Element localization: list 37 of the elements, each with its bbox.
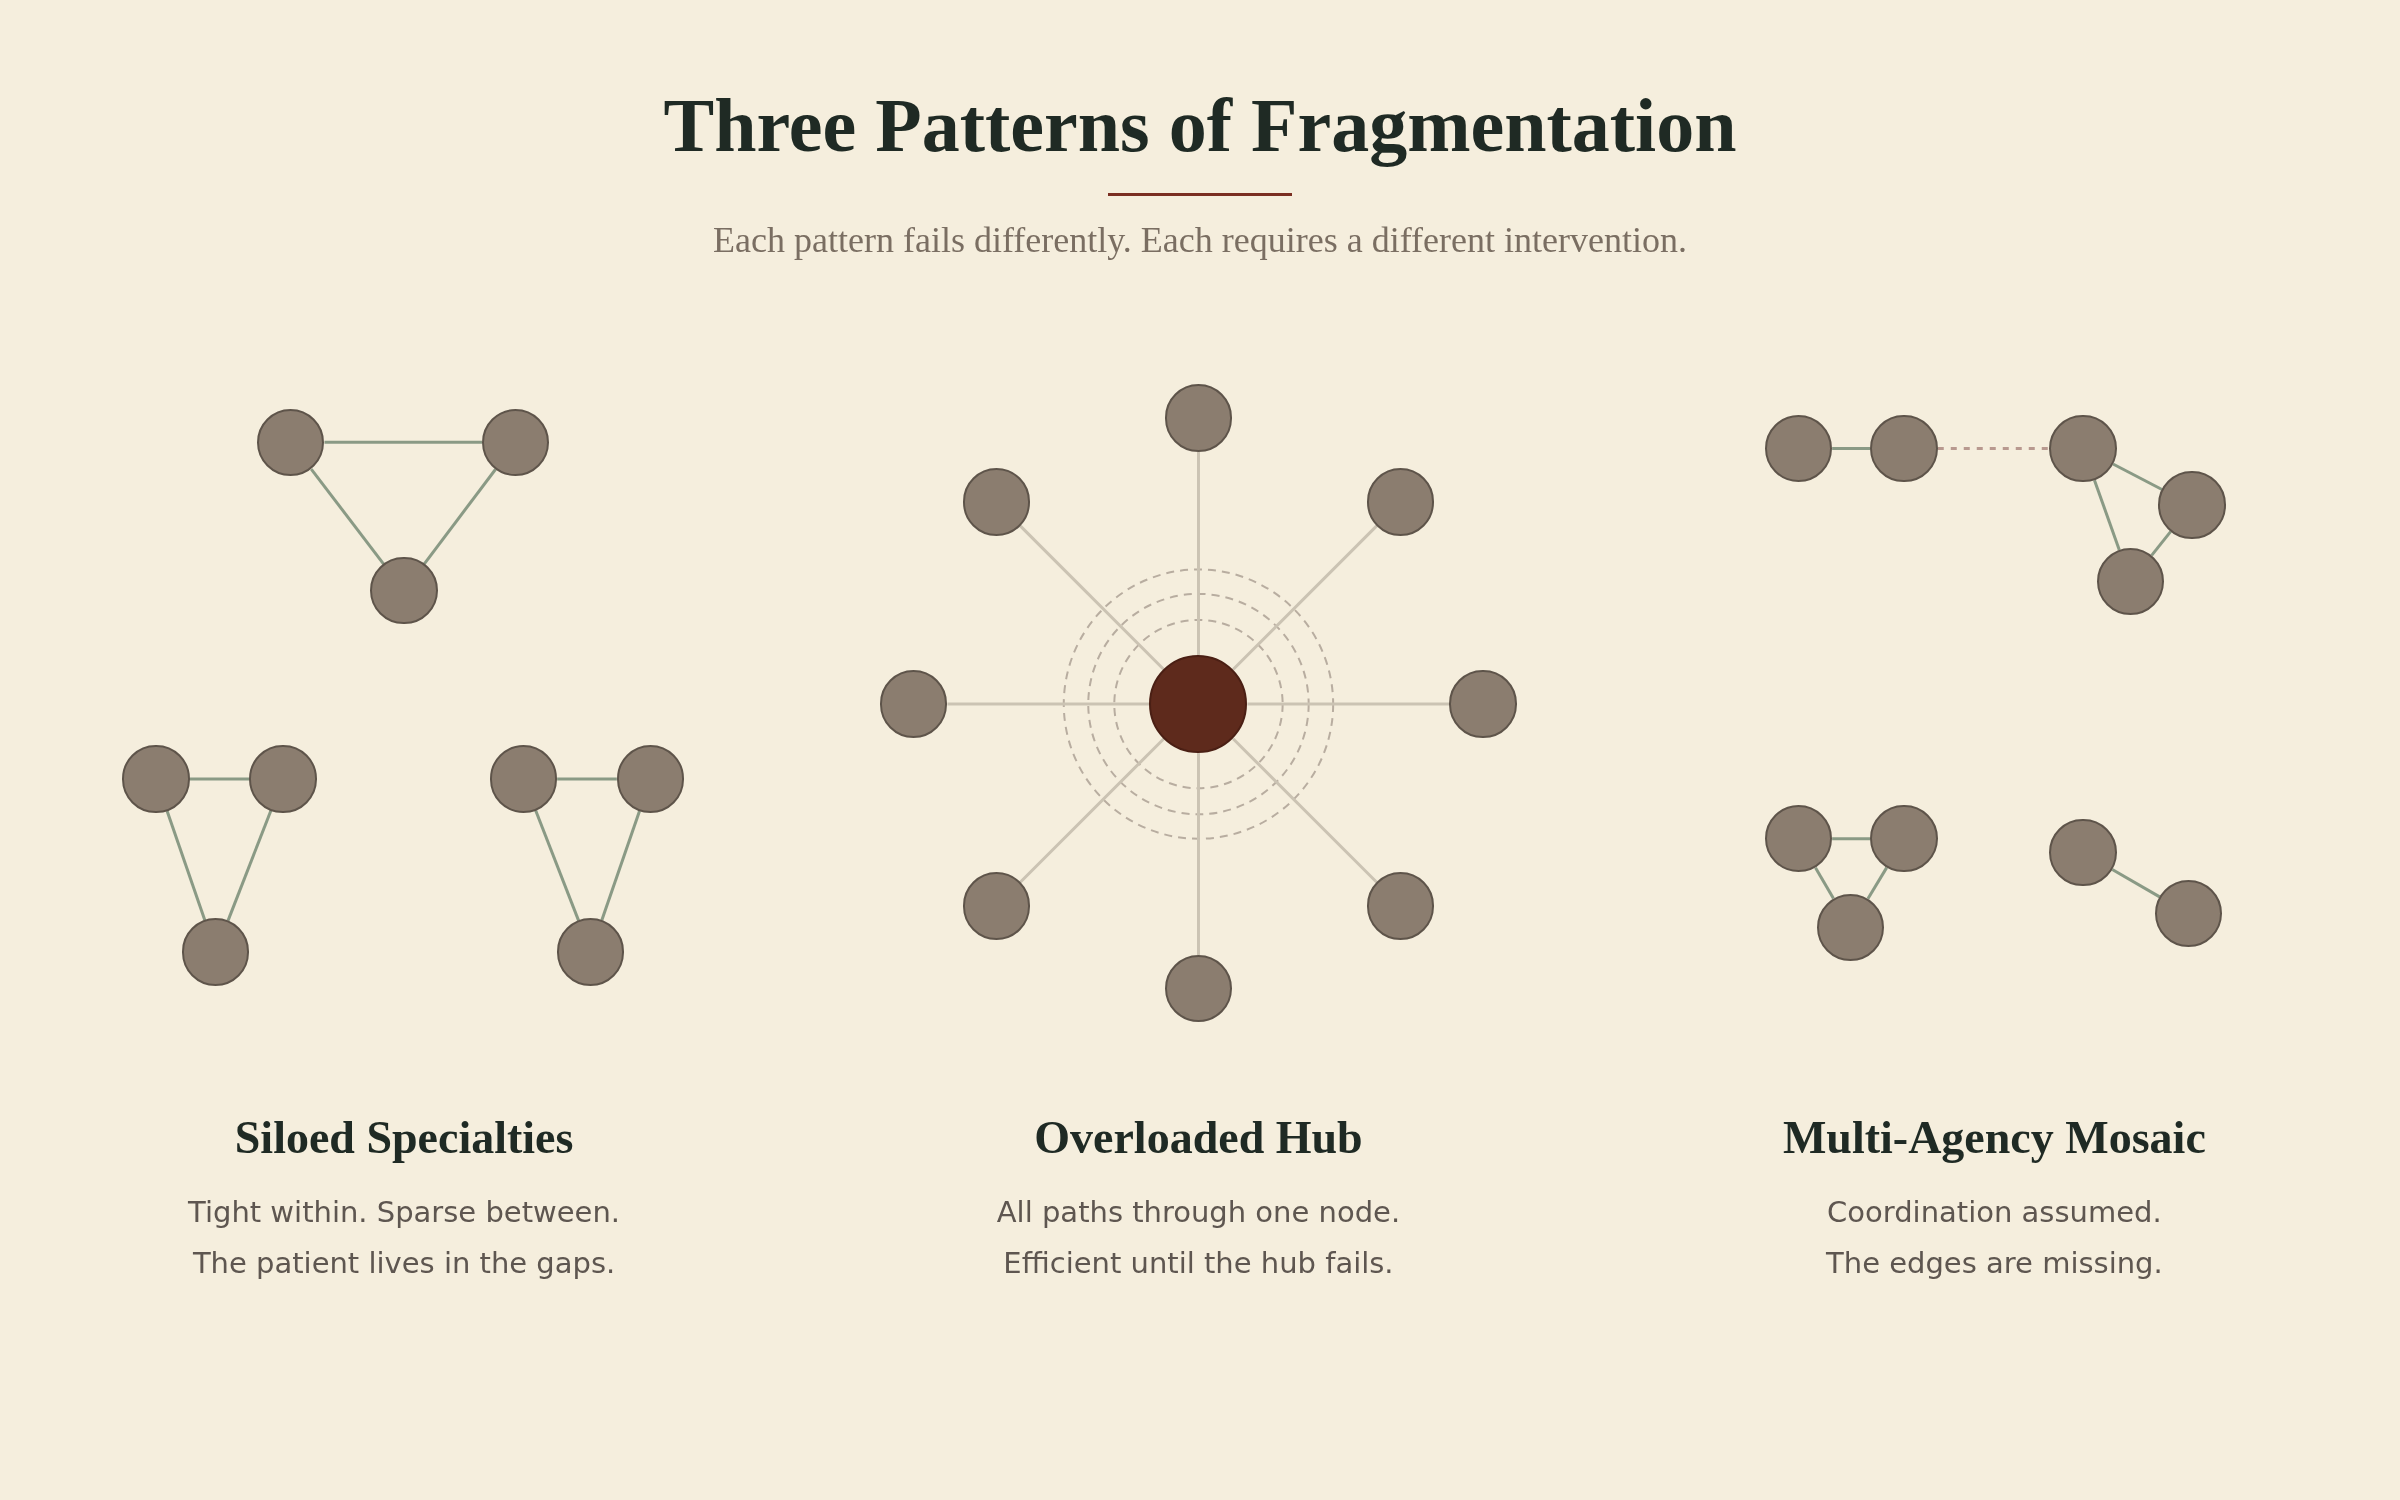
connector-line <box>600 810 641 921</box>
connector-line <box>1232 524 1378 671</box>
connector-line <box>1019 524 1165 671</box>
connector-line <box>310 468 385 565</box>
connector-line <box>226 809 273 922</box>
connector-line <box>2093 479 2121 551</box>
panel-description: Efficient until the hub fails. <box>1003 1245 1394 1281</box>
connector-line <box>1232 737 1378 884</box>
connector-line <box>165 810 207 921</box>
connector-line <box>557 777 617 781</box>
panel-heading: Overloaded Hub <box>1034 1110 1363 1165</box>
dashed-connector-line <box>1937 446 2050 450</box>
connector-line <box>1866 866 1888 900</box>
connector-line <box>1832 837 1871 841</box>
panel-description: The edges are missing. <box>1826 1245 2163 1281</box>
panel-description: Coordination assumed. <box>1827 1195 2162 1231</box>
connector-line <box>1814 867 1835 900</box>
connector-line <box>423 468 497 565</box>
connector-line <box>324 440 483 444</box>
panel-description: All paths through one node. <box>996 1195 1401 1231</box>
connector-line <box>1247 702 1450 706</box>
panel-heading: Siloed Specialties <box>234 1110 574 1165</box>
connector-line <box>2112 462 2163 491</box>
title: Three Patterns of Fragmentation <box>663 81 1737 169</box>
connector-line <box>189 777 250 781</box>
connector-line <box>1832 446 1871 450</box>
connector-line <box>1196 753 1200 956</box>
connector-line <box>2111 868 2161 899</box>
subtitle: Each pattern fails differently. Each requires a different intervention. <box>713 218 1687 262</box>
connector-line <box>947 702 1150 706</box>
panel-description: Tight within. Sparse between. <box>188 1195 621 1231</box>
connector-line <box>2150 530 2172 557</box>
connector-line <box>534 809 580 922</box>
panel-heading: Multi-Agency Mosaic <box>1782 1110 2206 1165</box>
panel-description: The patient lives in the gaps. <box>192 1245 616 1281</box>
connector-line <box>1019 737 1165 884</box>
connector-line <box>1196 451 1200 656</box>
